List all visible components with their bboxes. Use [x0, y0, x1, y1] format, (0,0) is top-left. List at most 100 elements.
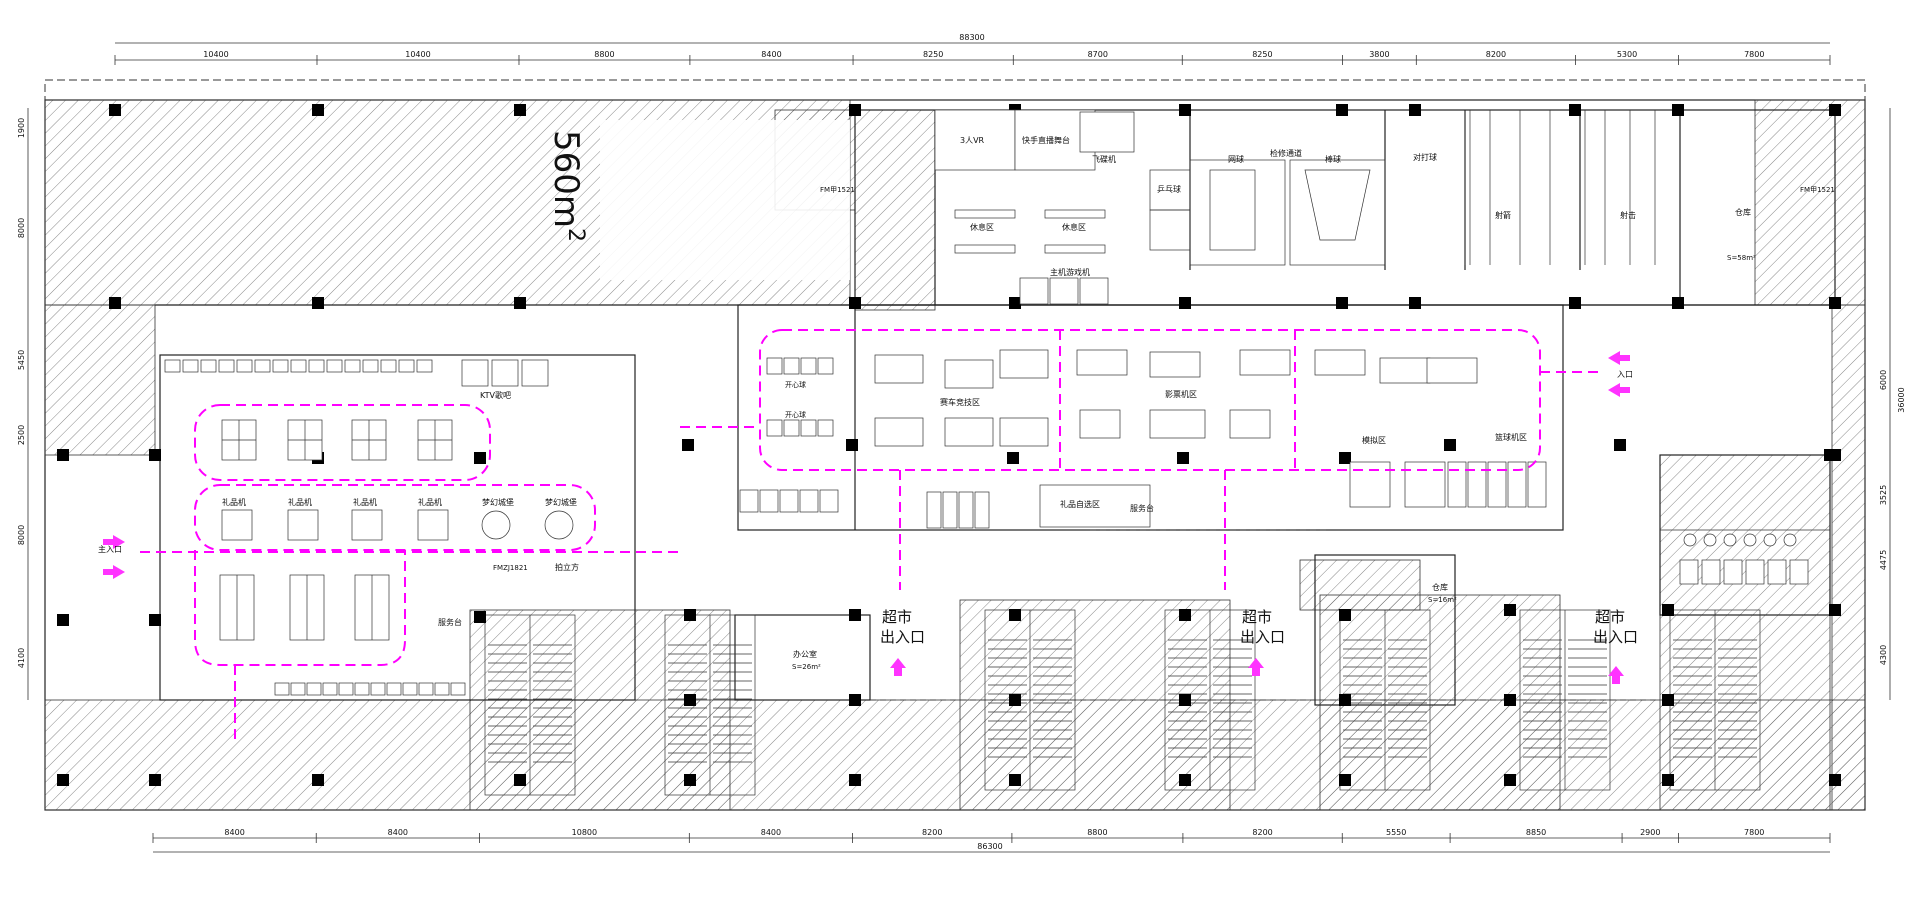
dimension-right: 6000 36000 3525 4475 4300	[1879, 108, 1906, 700]
column-10-1	[1829, 297, 1841, 309]
label-fm2: FM甲1521	[820, 186, 855, 194]
race-car-1	[759, 489, 779, 513]
column-extra-25	[1504, 774, 1516, 786]
column-3-0	[849, 104, 861, 116]
arcade-top-7	[290, 359, 307, 373]
column-9-0	[1672, 104, 1684, 116]
dim-bottom-seg-1: 8400	[388, 828, 408, 837]
column-extra-24	[1504, 694, 1516, 706]
ktv-booth-1	[491, 359, 519, 387]
arcade-bottom-6	[370, 682, 386, 696]
column-extra-15	[1009, 694, 1021, 706]
label-kaixinle1: 开心球	[785, 380, 806, 389]
column-5-1	[1179, 297, 1191, 309]
dim-bottom-seg-8: 8850	[1526, 828, 1546, 837]
column-8-0	[1569, 104, 1581, 116]
structural-columns	[57, 104, 1841, 786]
column-extra-7	[514, 774, 526, 786]
dim-bottom-seg-6: 8200	[1252, 828, 1272, 837]
arcade-top-10	[344, 359, 361, 373]
vr-room	[934, 109, 1016, 171]
label-sheji1: 射箭	[1495, 210, 1511, 220]
kaixin-top-1	[783, 357, 800, 375]
arcade-bottom-0	[274, 682, 290, 696]
toilet-3	[1743, 533, 1757, 547]
stairwell-0	[484, 614, 576, 796]
column-extra-4	[57, 774, 69, 786]
vr-seat-3	[974, 491, 990, 529]
column-extra-6	[312, 774, 324, 786]
stall-5	[1789, 559, 1809, 585]
label-ruko-right: 入口	[1617, 370, 1633, 379]
column-7-1	[1409, 297, 1421, 309]
sim-unit-0	[1079, 409, 1121, 439]
label-yingbao: 影票机区	[1165, 389, 1197, 399]
console-2	[1079, 277, 1109, 305]
bench-a-0	[954, 209, 1016, 219]
column-extra-34	[1007, 452, 1019, 464]
arcade-bottom-10	[434, 682, 450, 696]
dim-top-total: 88300	[959, 33, 984, 42]
dim-top-seg-8: 8200	[1486, 50, 1506, 59]
column-1-1	[312, 297, 324, 309]
column-8-1	[1569, 297, 1581, 309]
arcade-bottom-11	[450, 682, 466, 696]
column-extra-38	[1614, 439, 1626, 451]
column-extra-13	[849, 774, 861, 786]
column-extra-41	[474, 452, 486, 464]
label-chaoshi1-a: 超市	[882, 608, 912, 626]
arcade-top-4	[236, 359, 253, 373]
column-extra-33	[846, 439, 858, 451]
column-extra-35	[1177, 452, 1189, 464]
race-rig-1	[944, 359, 994, 389]
label-moni: 模拟区	[1362, 435, 1386, 445]
column-7-0	[1409, 104, 1421, 116]
arcade-bottom-3	[322, 682, 338, 696]
arcade-bottom-5	[354, 682, 370, 696]
label-menghuan1: 梦幻城堡	[482, 497, 514, 507]
label-ktv: KTV歌吧	[480, 390, 511, 400]
label-lanqiu: 篮球机区	[1495, 432, 1527, 442]
arcade-top-0	[164, 359, 181, 373]
label-fuwutai-left: 服务台	[438, 617, 462, 627]
vr-seat-2	[958, 491, 974, 529]
column-extra-17	[1179, 609, 1191, 621]
column-extra-8	[684, 609, 696, 621]
column-extra-1	[149, 449, 161, 461]
sim-unit-1	[1149, 409, 1206, 439]
column-3-1	[849, 297, 861, 309]
dim-top-seg-2: 8800	[594, 50, 614, 59]
dim-bottom-seg-10: 7800	[1744, 828, 1764, 837]
console-0	[1019, 277, 1049, 305]
arcade-top-14	[416, 359, 433, 373]
dim-right-1: 36000	[1897, 387, 1906, 412]
dim-top-seg-10: 7800	[1744, 50, 1764, 59]
label-kuaishou: 快手直播舞台	[1022, 135, 1070, 145]
arcade-top-1	[182, 359, 199, 373]
column-9-1	[1672, 297, 1684, 309]
dim-bottom-seg-9: 2900	[1640, 828, 1660, 837]
label-pingpong: 乒乓球	[1157, 184, 1181, 194]
dim-bottom-seg-7: 5550	[1386, 828, 1406, 837]
dim-left-1: 8000	[17, 218, 26, 238]
column-extra-37	[1444, 439, 1456, 451]
stall-4	[1767, 559, 1787, 585]
label-saiche: 赛车竞技区	[940, 397, 980, 407]
label-zhuji: 主机游戏机	[1050, 267, 1090, 277]
bench-b-1	[1044, 244, 1106, 254]
label-wangqiu: 网球	[1228, 154, 1244, 164]
ticket-machine-5	[1426, 357, 1478, 384]
arcade-bottom-1	[290, 682, 306, 696]
dim-bottom-seg-5: 8800	[1087, 828, 1107, 837]
label-xiuxi1: 休息区	[970, 222, 994, 232]
column-extra-39	[1824, 449, 1836, 461]
column-extra-43	[474, 611, 486, 623]
dim-left-3: 2500	[17, 425, 26, 445]
column-extra-5	[149, 774, 161, 786]
race-rig-2	[999, 349, 1049, 379]
label-chaoshi1-b: 出入口	[880, 628, 925, 646]
gift-machine-3	[417, 509, 449, 541]
label-fm3: FM甲1521	[1800, 186, 1835, 194]
